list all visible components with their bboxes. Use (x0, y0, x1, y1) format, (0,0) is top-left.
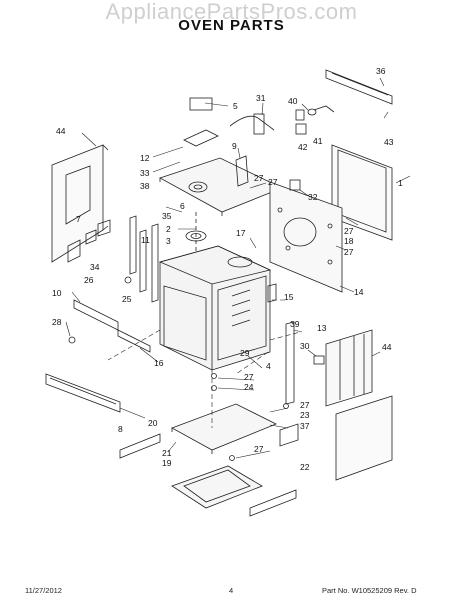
callout-3: 3 (166, 236, 171, 246)
bottom-panel (171, 403, 277, 454)
callout-27-d: 27 (244, 372, 254, 382)
callout-38: 38 (140, 181, 150, 191)
side-strip-39 (285, 321, 295, 405)
callout-27-f: 27 (254, 444, 264, 454)
footer-part-number: Part No. W10525209 Rev. D (322, 586, 417, 595)
callout-29: 29 (240, 348, 250, 358)
callout-36: 36 (376, 66, 386, 76)
callout-20: 20 (148, 418, 158, 428)
callout-27-e: 27 (300, 400, 310, 410)
callout-8: 8 (118, 424, 123, 434)
callout-44-a: 44 (56, 126, 66, 136)
callout-2: 2 (166, 224, 171, 234)
right-foot (249, 489, 297, 517)
callout-13: 13 (317, 323, 327, 333)
top-rail (325, 69, 393, 105)
callout-22: 22 (300, 462, 310, 472)
callout-17: 17 (236, 228, 246, 238)
oven-cavity (158, 245, 272, 371)
igniter-wire (229, 113, 275, 135)
callout-31: 31 (256, 93, 266, 103)
callout-9: 9 (232, 141, 237, 151)
footer-date: 11/27/2012 (25, 586, 62, 595)
callout-27-g: 27 (254, 173, 264, 183)
small-brackets (67, 219, 132, 284)
back-wall (269, 179, 343, 293)
callout-42: 42 (298, 142, 308, 152)
callout-7: 7 (76, 214, 81, 224)
callout-34: 34 (90, 262, 100, 272)
callout-26: 26 (84, 275, 94, 285)
callout-5: 5 (233, 101, 238, 111)
callout-27-b: 27 (344, 226, 354, 236)
bracket-9 (235, 155, 249, 187)
rear-panel (331, 144, 393, 241)
callout-19: 19 (162, 458, 172, 468)
callout-21: 21 (162, 448, 172, 458)
callout-43: 43 (384, 137, 394, 147)
left-side-panel (51, 144, 109, 263)
callout-30: 30 (300, 341, 310, 351)
callout-35: 35 (162, 211, 172, 221)
callout-40: 40 (288, 96, 298, 106)
top-panel (159, 157, 283, 216)
callout-37: 37 (300, 421, 310, 431)
bracket-23 (279, 423, 299, 447)
watermark: AppliancePartsPros.com (105, 0, 358, 24)
callout-15: 15 (284, 292, 294, 302)
callout-14: 14 (354, 287, 364, 297)
switch-30 (313, 355, 325, 365)
callout-1: 1 (398, 178, 403, 188)
lower-screws (211, 373, 289, 461)
callout-33: 33 (140, 168, 150, 178)
callout-44-b: 44 (382, 342, 392, 352)
callout-27-c: 27 (344, 247, 354, 257)
door-frame (325, 329, 373, 407)
callout-6: 6 (180, 201, 185, 211)
left-foot (119, 433, 161, 459)
callout-28: 28 (52, 317, 62, 327)
callout-4: 4 (266, 361, 271, 371)
callout-10: 10 (52, 288, 62, 298)
footer-page-number: 4 (229, 586, 234, 595)
lower-rail (68, 299, 151, 353)
callout-24: 24 (244, 382, 254, 392)
callout-25: 25 (122, 294, 132, 304)
callout-11: 11 (141, 235, 150, 245)
callout-23: 23 (300, 410, 310, 420)
callout-27-a: 27 (268, 177, 278, 187)
side-supports (129, 215, 159, 303)
sensor-components (295, 105, 335, 135)
callout-32: 32 (308, 192, 318, 202)
bottom-tray (171, 465, 263, 509)
callout-16: 16 (154, 358, 164, 368)
callout-18: 18 (344, 236, 354, 246)
right-side-panel (335, 395, 393, 481)
callout-39: 39 (290, 319, 300, 329)
callout-41: 41 (313, 136, 323, 146)
callout-12: 12 (140, 153, 150, 163)
page-title: OVEN PARTS (178, 17, 285, 34)
front-trim (45, 373, 121, 413)
